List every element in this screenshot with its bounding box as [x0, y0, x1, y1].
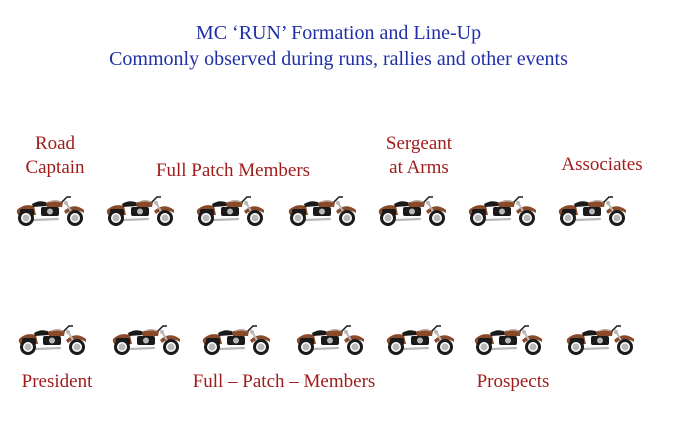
top-motorcycle-icon-7 [556, 193, 630, 227]
bottom-motorcycle-icon-1 [16, 322, 90, 356]
top-motorcycle-icon-1 [14, 193, 88, 227]
label-sergeant-at-arms: Sergeant at Arms [376, 132, 462, 180]
label-full-patch-members-top: Full Patch Members [155, 160, 311, 181]
label-associates: Associates [561, 154, 643, 175]
top-motorcycle-icon-2 [104, 193, 178, 227]
bottom-motorcycle-icon-3 [200, 322, 274, 356]
label-road-captain: Road Captain [16, 132, 94, 180]
top-motorcycle-icon-6 [466, 193, 540, 227]
top-motorcycle-icon-3 [194, 193, 268, 227]
label-president: President [21, 371, 93, 392]
bottom-motorcycle-icon-4 [294, 322, 368, 356]
bottom-motorcycle-icon-2 [110, 322, 184, 356]
label-road-captain-line2: Captain [25, 157, 85, 178]
label-full-patch-members-bottom: Full – Patch – Members [192, 371, 376, 392]
bottom-motorcycle-icon-7 [564, 322, 638, 356]
label-sergeant-line2: at Arms [389, 157, 449, 178]
bottom-motorcycle-icon-5 [384, 322, 458, 356]
top-motorcycle-icon-4 [286, 193, 360, 227]
diagram-title: MC ‘RUN’ Formation and Line-Up [195, 22, 482, 44]
label-sergeant-line1: Sergeant [385, 133, 453, 154]
bottom-motorcycle-icon-6 [472, 322, 546, 356]
diagram-subtitle: Commonly observed during runs, rallies a… [109, 48, 568, 70]
label-prospects: Prospects [476, 371, 550, 392]
top-motorcycle-icon-5 [376, 193, 450, 227]
label-road-captain-line1: Road [34, 133, 76, 154]
